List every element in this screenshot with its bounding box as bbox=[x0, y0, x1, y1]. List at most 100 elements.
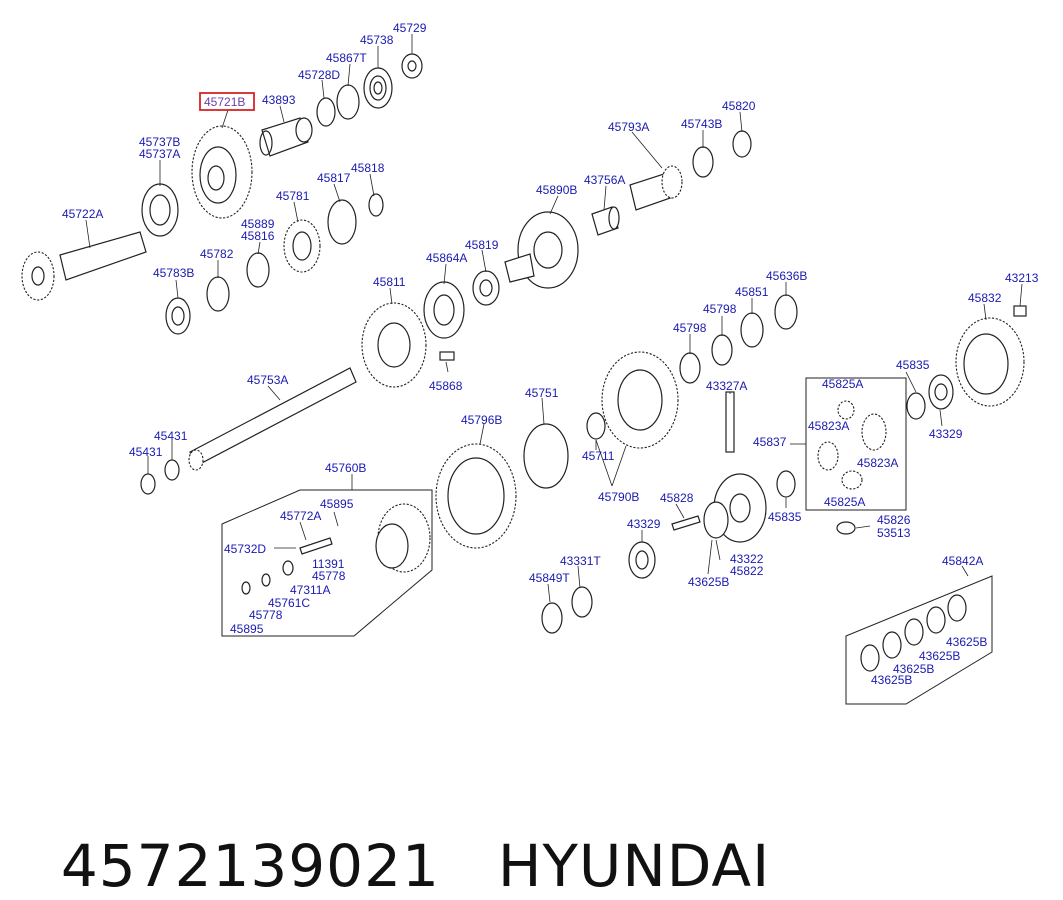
part-label[interactable]: 45790B bbox=[598, 490, 639, 504]
part-label[interactable]: 45835 bbox=[896, 358, 930, 372]
part-label[interactable]: 45783B bbox=[153, 266, 194, 280]
planetary-gear-icon bbox=[375, 503, 431, 573]
snap-ring-icon bbox=[140, 473, 156, 495]
bearing-icon bbox=[363, 67, 393, 109]
group-frame-45760b bbox=[221, 489, 433, 637]
part-label[interactable]: 45849T bbox=[529, 571, 570, 585]
bushing-icon bbox=[591, 206, 620, 236]
highlight-box bbox=[199, 92, 255, 111]
part-label[interactable]: 45868 bbox=[429, 379, 463, 393]
part-label[interactable]: 45890B bbox=[536, 183, 577, 197]
part-label[interactable]: 45737B bbox=[139, 135, 180, 149]
bearing-icon bbox=[141, 183, 179, 237]
part-label[interactable]: 45818 bbox=[351, 161, 385, 175]
ring-icon bbox=[541, 602, 563, 634]
part-label[interactable]: 45796B bbox=[461, 413, 502, 427]
part-label[interactable]: 45889 bbox=[241, 217, 275, 231]
part-label[interactable]: 45832 bbox=[968, 291, 1002, 305]
part-label[interactable]: 45782 bbox=[200, 247, 234, 261]
differential-case-icon bbox=[703, 473, 767, 543]
bearing-icon bbox=[628, 541, 656, 579]
part-label[interactable]: 45751 bbox=[525, 386, 559, 400]
part-label[interactable]: 45793A bbox=[608, 120, 649, 134]
nut-icon bbox=[401, 53, 423, 79]
part-label[interactable]: 43213 bbox=[1005, 271, 1039, 285]
part-label[interactable]: 45826 bbox=[877, 513, 911, 527]
part-label[interactable]: 43625B bbox=[688, 575, 729, 589]
part-label[interactable]: 45711 bbox=[582, 449, 615, 463]
part-label[interactable]: 45837 bbox=[753, 435, 787, 449]
part-label[interactable]: 45738 bbox=[360, 33, 394, 47]
group-frame-45837 bbox=[805, 377, 907, 511]
part-label[interactable]: 45823A bbox=[857, 456, 898, 470]
part-label[interactable]: 45842A bbox=[942, 554, 983, 568]
part-label[interactable]: 43625B bbox=[946, 635, 987, 649]
part-label[interactable]: 11391 bbox=[312, 557, 345, 571]
part-labels: 45729 45738 45867T 45728D 43893 45721B 4… bbox=[62, 21, 1039, 687]
part-label[interactable]: 43625B bbox=[871, 673, 912, 687]
part-label[interactable]: 45798 bbox=[703, 302, 737, 316]
part-label[interactable]: 45772A bbox=[280, 509, 321, 523]
part-label[interactable]: 45828 bbox=[660, 491, 694, 505]
part-label[interactable]: 43331T bbox=[560, 554, 601, 568]
part-label[interactable]: 45728D bbox=[298, 68, 340, 82]
part-label[interactable]: 45753A bbox=[247, 373, 288, 387]
part-label[interactable]: 43322 bbox=[730, 552, 764, 566]
part-label[interactable]: 45822 bbox=[730, 564, 764, 578]
part-label[interactable]: 45729 bbox=[393, 21, 427, 35]
part-label[interactable]: 53513 bbox=[877, 526, 911, 540]
part-label[interactable]: 45851 bbox=[735, 285, 769, 299]
part-label[interactable]: 45811 bbox=[373, 275, 406, 289]
part-label[interactable]: 43756A bbox=[584, 173, 625, 187]
ring-icon bbox=[774, 294, 798, 330]
leader-lines bbox=[85, 34, 1023, 603]
sun-drum-icon bbox=[601, 351, 679, 449]
pinion-gear-icon bbox=[817, 400, 887, 490]
part-label[interactable]: 45760B bbox=[325, 461, 366, 475]
part-label[interactable]: 45825A bbox=[824, 495, 865, 509]
part-label[interactable]: 45864A bbox=[426, 251, 467, 265]
bolt-icon bbox=[439, 351, 455, 361]
part-label[interactable]: 45825A bbox=[822, 377, 863, 391]
part-label[interactable]: 45732D bbox=[224, 542, 266, 556]
part-label[interactable]: 45823A bbox=[808, 419, 849, 433]
part-label[interactable]: 45743B bbox=[681, 117, 722, 131]
part-label[interactable]: 43329 bbox=[627, 517, 661, 531]
part-label[interactable]: 47311A bbox=[290, 583, 330, 597]
part-label[interactable]: 43625B bbox=[919, 649, 960, 663]
carrier-shaft-icon bbox=[629, 165, 683, 211]
part-label[interactable]: 45895 bbox=[320, 497, 354, 511]
part-label[interactable]: 45722A bbox=[62, 207, 103, 221]
part-label[interactable]: 45737A bbox=[139, 147, 180, 161]
part-label-highlighted[interactable]: 45721B bbox=[204, 95, 245, 109]
part-drawings bbox=[21, 53, 1027, 672]
part-label[interactable]: 45835 bbox=[768, 510, 802, 524]
part-label[interactable]: 45781 bbox=[276, 189, 310, 203]
part-label[interactable]: 45798 bbox=[673, 321, 707, 335]
snap-ring-icon bbox=[316, 97, 336, 127]
part-label[interactable]: 43327A bbox=[706, 379, 747, 393]
part-label[interactable]: 43625B bbox=[893, 662, 934, 676]
part-label[interactable]: 45778 bbox=[312, 569, 346, 583]
part-label[interactable]: 45778 bbox=[249, 608, 283, 622]
part-label[interactable]: 45867T bbox=[326, 51, 367, 65]
part-label[interactable]: 45817 bbox=[317, 171, 351, 185]
part-label[interactable]: 45819 bbox=[465, 238, 499, 252]
part-label[interactable]: 45895 bbox=[230, 622, 264, 636]
pin-icon bbox=[725, 391, 735, 453]
part-label[interactable]: 45761C bbox=[268, 596, 310, 610]
pinion-pin-icon bbox=[299, 537, 333, 555]
gear-icon bbox=[191, 125, 253, 219]
part-label[interactable]: 43329 bbox=[929, 427, 963, 441]
ring-icon bbox=[571, 586, 593, 618]
part-label[interactable]: 45431 bbox=[129, 445, 163, 459]
part-label[interactable]: 45636B bbox=[766, 269, 807, 283]
snap-ring-icon bbox=[523, 423, 569, 489]
part-label[interactable]: 45431 bbox=[154, 429, 188, 443]
bearing-icon bbox=[928, 374, 954, 410]
pinion-shaft-icon bbox=[21, 231, 147, 301]
part-label[interactable]: 45816 bbox=[241, 229, 275, 243]
sleeve-icon bbox=[259, 117, 313, 157]
part-label[interactable]: 45820 bbox=[722, 99, 756, 113]
part-label[interactable]: 43893 bbox=[262, 93, 296, 107]
